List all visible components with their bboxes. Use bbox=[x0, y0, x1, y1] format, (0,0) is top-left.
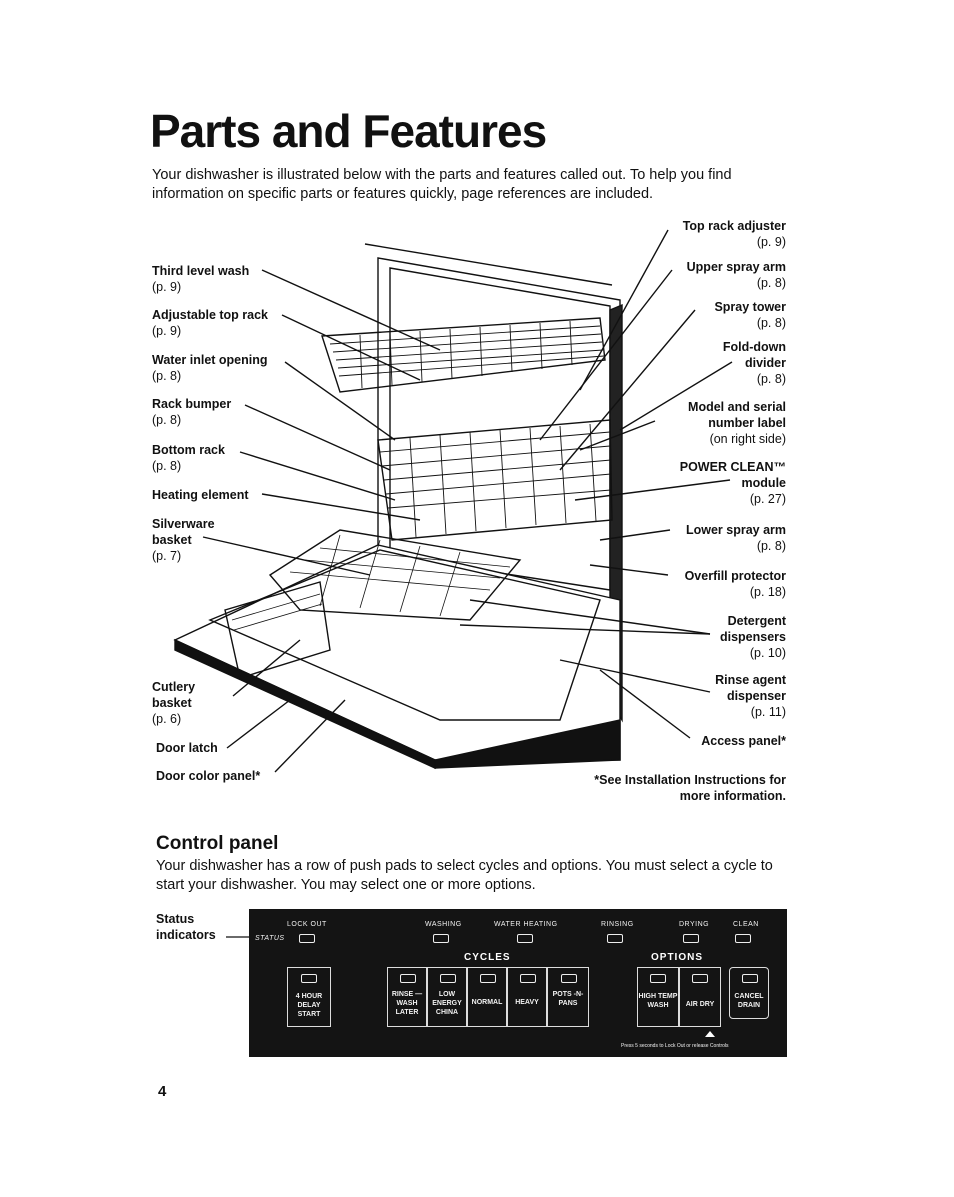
pots-n-pans-label: POTS -N- PANS bbox=[552, 991, 584, 1007]
led-cycle-1 bbox=[400, 974, 416, 983]
status-word: STATUS bbox=[255, 935, 285, 942]
label-spray-tower: Spray tower(p. 8) bbox=[714, 300, 786, 330]
lock-hint: Press 5 seconds to Lock Out or release C… bbox=[621, 1043, 729, 1049]
intro-paragraph: Your dishwasher is illustrated below wit… bbox=[152, 167, 732, 202]
normal-pad[interactable]: NORMAL bbox=[467, 967, 507, 1027]
indicator-clean: CLEAN bbox=[733, 921, 759, 928]
page-number: 4 bbox=[158, 1083, 167, 1100]
label-heating-element: Heating element bbox=[152, 488, 249, 502]
label-top-rack-adjuster: Top rack adjuster(p. 9) bbox=[682, 219, 786, 249]
led-cycle-2 bbox=[440, 974, 456, 983]
label-overfill-protector: Overfill protector(p. 18) bbox=[684, 569, 786, 599]
led-cancel bbox=[742, 974, 758, 983]
label-cutlery-basket: Cutlery basket(p. 6) bbox=[152, 680, 196, 726]
status-leader-line bbox=[226, 936, 252, 938]
control-panel-heading: Control panel bbox=[156, 833, 279, 854]
label-access-panel: Access panel* bbox=[701, 734, 786, 748]
label-lower-spray-arm: Lower spray arm(p. 8) bbox=[685, 523, 786, 553]
lock-arrow-icon bbox=[705, 1031, 715, 1037]
led-option-2 bbox=[692, 974, 708, 983]
pots-n-pans-pad[interactable]: POTS -N- PANS bbox=[547, 967, 589, 1027]
options-title: OPTIONS bbox=[651, 952, 704, 963]
led-rinsing bbox=[607, 934, 623, 943]
led-cycle-3 bbox=[480, 974, 496, 983]
normal-label: NORMAL bbox=[471, 999, 503, 1006]
cancel-drain-pad[interactable]: CANCEL DRAIN bbox=[729, 967, 769, 1019]
delay-start-pad[interactable]: 4 HOUR DELAY START bbox=[287, 967, 331, 1027]
led-delay bbox=[301, 974, 317, 983]
delay-start-label: 4 HOUR DELAY START bbox=[295, 993, 323, 1018]
led-drying bbox=[683, 934, 699, 943]
page-title: Parts and Features bbox=[150, 105, 547, 157]
low-energy-china-label: LOW ENERGY CHINA bbox=[432, 991, 462, 1016]
label-water-inlet-opening: Water inlet opening(p. 8) bbox=[152, 353, 268, 383]
indicator-water-heating: WATER HEATING bbox=[494, 921, 558, 928]
led-lock-out bbox=[299, 934, 315, 943]
indicator-washing: WASHING bbox=[425, 921, 462, 928]
indicator-lock-out: LOCK OUT bbox=[287, 921, 327, 928]
heavy-pad[interactable]: HEAVY bbox=[507, 967, 547, 1027]
label-rinse-agent-dispenser: Rinse agent dispenser(p. 11) bbox=[715, 673, 786, 719]
footnote: *See Installation Instructions for more … bbox=[594, 773, 786, 803]
heavy-label: HEAVY bbox=[515, 999, 539, 1006]
label-rack-bumper: Rack bumper(p. 8) bbox=[152, 397, 232, 427]
label-detergent-dispensers: Detergent dispensers(p. 10) bbox=[719, 614, 786, 660]
indicator-drying: DRYING bbox=[679, 921, 710, 928]
led-clean bbox=[735, 934, 751, 943]
led-washing bbox=[433, 934, 449, 943]
label-fold-down-divider: Fold-down divider(p. 8) bbox=[722, 340, 786, 386]
rinse-wash-later-label: RINSE — WASH LATER bbox=[391, 991, 423, 1016]
label-power-clean-module: POWER CLEAN™ module(p. 27) bbox=[679, 460, 786, 506]
high-temp-wash-pad[interactable]: HIGH TEMP WASH bbox=[637, 967, 679, 1027]
label-upper-spray-arm: Upper spray arm(p. 8) bbox=[686, 260, 786, 290]
led-cycle-4 bbox=[520, 974, 536, 983]
label-silverware-basket: Silverware basket(p. 7) bbox=[152, 517, 215, 563]
label-door-latch: Door latch bbox=[156, 741, 218, 755]
cancel-drain-label: CANCEL DRAIN bbox=[734, 993, 764, 1009]
label-adjustable-top-rack: Adjustable top rack(p. 9) bbox=[152, 308, 268, 338]
air-dry-label: AIR DRY bbox=[685, 1001, 715, 1008]
air-dry-pad[interactable]: AIR DRY bbox=[679, 967, 721, 1027]
led-cycle-5 bbox=[561, 974, 577, 983]
label-door-color-panel: Door color panel* bbox=[156, 769, 261, 783]
high-temp-wash-label: HIGH TEMP WASH bbox=[638, 993, 678, 1009]
rinse-wash-later-pad[interactable]: RINSE — WASH LATER bbox=[387, 967, 427, 1027]
label-model-serial: Model and serial number label(on right s… bbox=[688, 400, 786, 446]
status-indicators-label: Status indicators bbox=[156, 912, 216, 942]
cycles-title: CYCLES bbox=[464, 952, 511, 963]
control-panel-image: STATUS LOCK OUT WASHING WATER HEATING RI… bbox=[249, 909, 787, 1057]
label-bottom-rack: Bottom rack(p. 8) bbox=[152, 443, 225, 473]
indicator-rinsing: RINSING bbox=[601, 921, 634, 928]
label-third-level-wash: Third level wash(p. 9) bbox=[152, 264, 250, 294]
low-energy-china-pad[interactable]: LOW ENERGY CHINA bbox=[427, 967, 467, 1027]
led-option-1 bbox=[650, 974, 666, 983]
led-water-heating bbox=[517, 934, 533, 943]
control-panel-text: Your dishwasher has a row of push pads t… bbox=[156, 858, 773, 893]
